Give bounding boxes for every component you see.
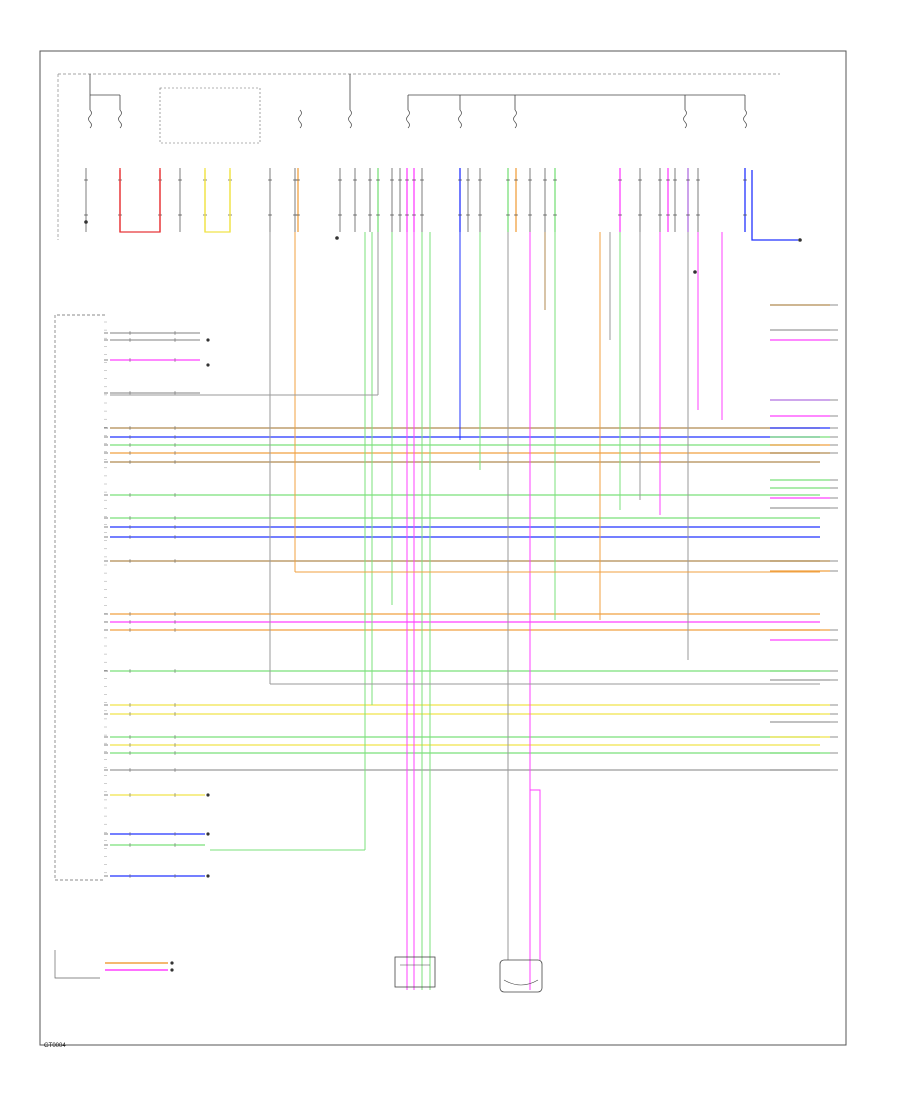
fuse-icon	[406, 109, 410, 129]
red-loop-wire	[119, 170, 161, 233]
yellow-loop-wire	[204, 170, 231, 233]
sensor-connector-right	[499, 959, 543, 993]
ground-symbols	[84, 220, 802, 878]
fuse-icon	[743, 109, 747, 129]
fuse-icon	[118, 109, 122, 129]
pcm-wire-rows	[110, 331, 820, 878]
instrument-cluster-connector	[54, 950, 174, 979]
sensor-connector-left	[394, 956, 436, 988]
pink-sensor-wire	[530, 789, 541, 960]
diagram-footer-code: GT0004	[44, 1043, 66, 1049]
right-wire-rows	[770, 304, 838, 771]
diagram-border	[39, 50, 847, 1046]
fuse-icon	[88, 109, 92, 129]
fuse-box-region	[57, 73, 780, 240]
top-wire-group	[84, 168, 798, 241]
fuse-icon	[298, 109, 302, 129]
fuse-icon	[348, 109, 352, 129]
fuse-icon	[683, 109, 687, 129]
fuse-icon	[513, 109, 517, 129]
fuse-icon	[458, 109, 462, 129]
blue-output-wire	[751, 170, 798, 241]
vertical-wire-group	[110, 232, 820, 990]
pcm-module	[54, 314, 108, 881]
